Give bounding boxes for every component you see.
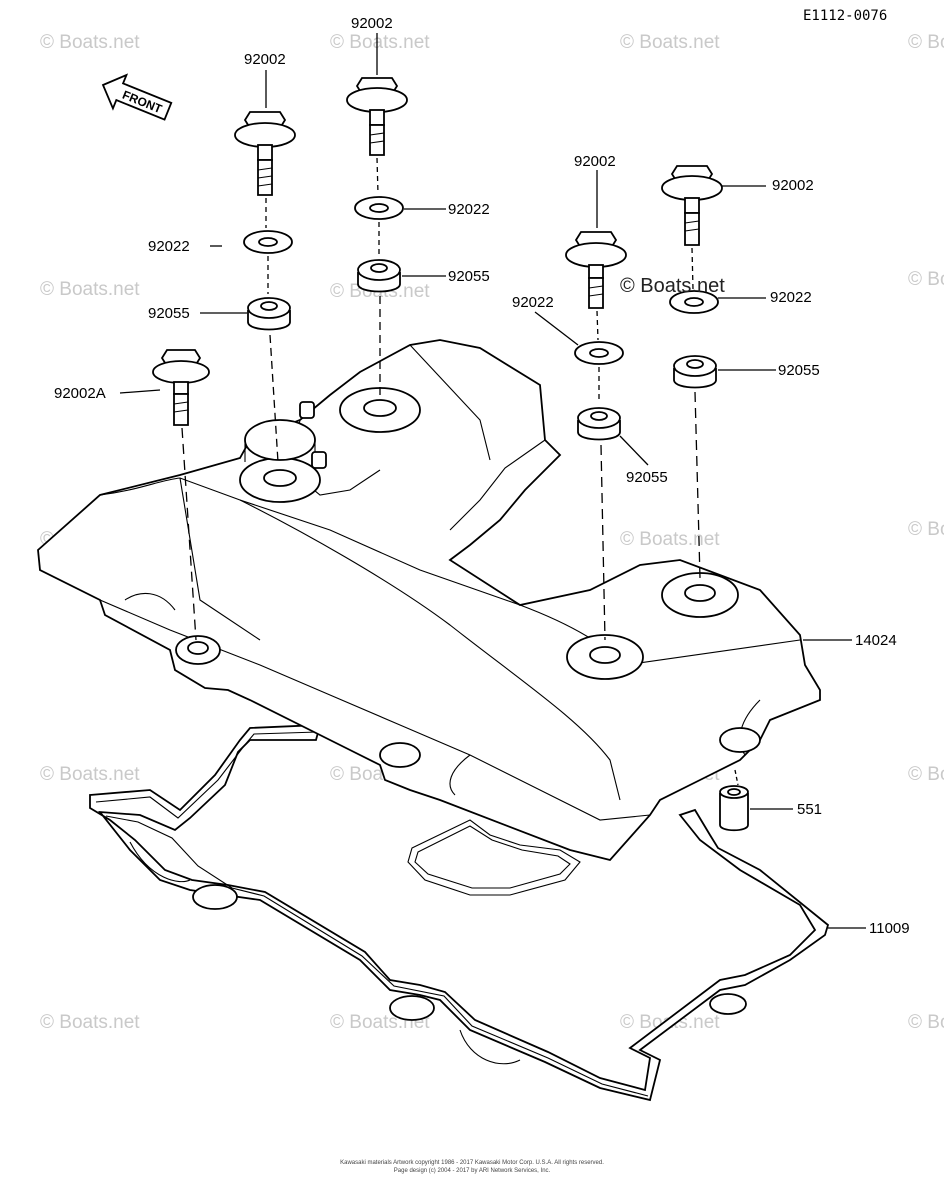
grommet-92055-a: [247, 297, 291, 331]
watermark: © Boats.net: [620, 32, 720, 53]
label-bolt-92002-b[interactable]: 92002: [351, 15, 393, 32]
label-bolt-92002-d[interactable]: 92002: [772, 177, 814, 194]
axis-lines: [181, 157, 739, 786]
front-arrow: FRONT: [101, 73, 173, 121]
watermark: © Boats.net: [40, 279, 140, 300]
label-washer-92022-b[interactable]: 92022: [448, 201, 490, 218]
label-grommet-92055-a[interactable]: 92055: [148, 305, 190, 322]
label-washer-92022-c[interactable]: 92022: [512, 294, 554, 311]
watermark: © Boats.net: [330, 32, 430, 53]
bolt-92002-b: [346, 77, 408, 156]
leader-lines: [119, 33, 866, 929]
bolt-92002-a: [234, 111, 296, 196]
footer-design: Page design (c) 2004 - 2017 by ARI Netwo…: [394, 1168, 551, 1174]
grommet-92055-d: [673, 355, 717, 389]
watermark: © Boats.net: [40, 764, 140, 785]
footer-copyright: Kawasaki materials Artwork copyright 198…: [340, 1160, 604, 1166]
label-washer-92022-a[interactable]: 92022: [148, 238, 190, 255]
label-grommet-92055-c[interactable]: 92055: [626, 469, 668, 486]
label-bolt-92002-c[interactable]: 92002: [574, 153, 616, 170]
watermark: © Boats.net: [620, 529, 720, 550]
watermark: © Boats.net: [908, 519, 944, 540]
bolt-92002-d: [661, 165, 723, 246]
gasket: [89, 724, 830, 1102]
grommet-92055-c: [577, 407, 621, 441]
part-labels: 92002 92002 92002 92002 92022 92022 9202…: [54, 15, 910, 937]
watermark: © Boats.net: [40, 1012, 140, 1033]
label-gasket-11009[interactable]: 11009: [869, 920, 910, 937]
label-cover-14024[interactable]: 14024: [855, 632, 897, 649]
watermark: © Boats.net: [908, 764, 944, 785]
label-bolt-92002a[interactable]: 92002A: [54, 385, 106, 402]
washer-92022-c: [574, 341, 624, 365]
bolt-92002a: [152, 349, 210, 426]
bolt-92002-c: [565, 231, 627, 309]
diagram-code: E1112-0076: [803, 8, 887, 24]
grommet-92055-b: [357, 259, 401, 293]
washer-92022-b: [354, 196, 404, 220]
washer-92022-d: [669, 290, 719, 314]
label-grommet-92055-d[interactable]: 92055: [778, 362, 820, 379]
cylinder-head-cover: [37, 339, 821, 862]
watermark: © Boats.net: [40, 32, 140, 53]
watermark: © Boats.net: [908, 32, 944, 53]
label-washer-92022-d[interactable]: 92022: [770, 289, 812, 306]
label-bolt-92002-a[interactable]: 92002: [244, 51, 286, 68]
dowel-551: [719, 785, 749, 832]
label-grommet-92055-b[interactable]: 92055: [448, 268, 490, 285]
washer-92022-a: [243, 230, 293, 254]
label-dowel-551[interactable]: 551: [797, 801, 822, 818]
watermark: © Boats.net: [908, 269, 944, 290]
watermark: © Boats.net: [908, 1012, 944, 1033]
watermark-center: © Boats.net: [620, 275, 725, 297]
